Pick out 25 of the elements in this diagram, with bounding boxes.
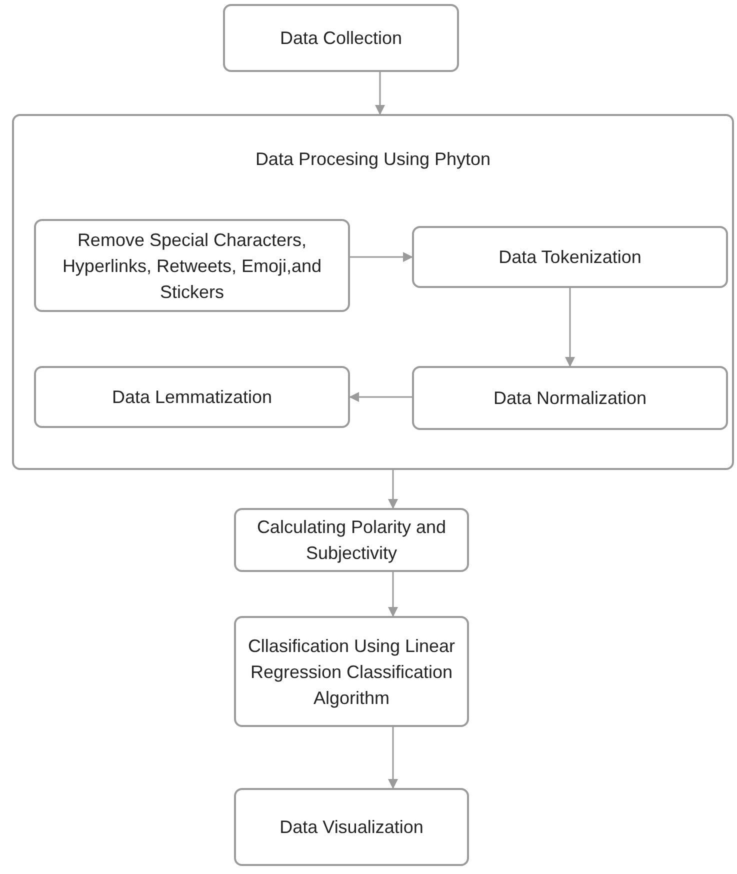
arrow <box>388 572 398 617</box>
box-label: Data Lemmatization <box>112 386 272 409</box>
arrow <box>375 72 385 115</box>
box-label: Cllasification Using Linear Regression Classification Algorithm <box>246 634 456 710</box>
process-box <box>412 226 728 288</box>
box-label: Data Normalization <box>493 387 647 410</box>
arrow <box>388 727 398 789</box>
arrow <box>565 288 575 367</box>
box-label: Data Collection <box>280 27 402 50</box>
box-label: Data Tokenization <box>498 246 642 269</box>
box-label: Data Visualization <box>280 816 424 839</box>
arrow <box>349 392 412 402</box>
box-label: Remove Special Characters, Hyperlinks, Retweets, Emoji,and Stickers <box>61 228 323 304</box>
box-label: Calculating Polarity and Subjectivity <box>256 516 448 565</box>
arrow <box>388 470 398 509</box>
process-box <box>234 616 469 727</box>
process-box <box>234 508 469 572</box>
group-container <box>12 114 734 470</box>
group-title: Data Procesing Using Phyton <box>255 148 491 171</box>
arrow <box>350 252 413 262</box>
process-box <box>223 4 459 72</box>
process-box <box>34 219 350 312</box>
process-box <box>412 366 728 430</box>
process-box <box>234 788 469 866</box>
process-box <box>34 366 350 428</box>
